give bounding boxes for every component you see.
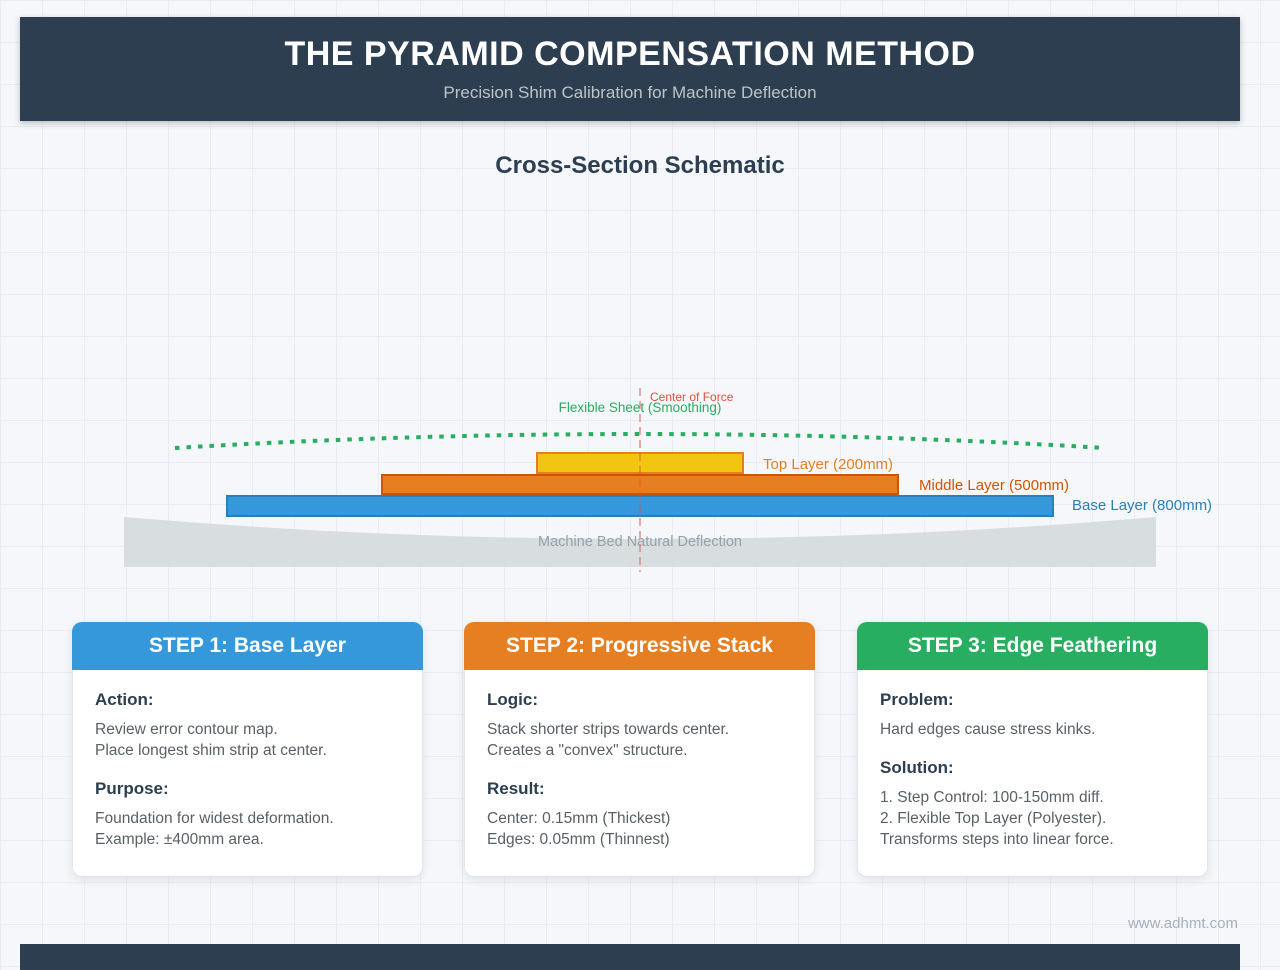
card-line: Foundation for widest deformation. [95, 810, 334, 827]
top-layer-label: Top Layer (200mm) [763, 456, 894, 473]
card-line: Center: 0.15mm (Thickest) [487, 810, 671, 827]
card-line: Place longest shim strip at center. [95, 742, 327, 759]
flexible-sheet-label: Flexible Sheet (Smoothing) [558, 400, 722, 415]
card-section-heading: Purpose: [95, 779, 169, 798]
step-3-card: STEP 3: Edge Feathering Problem: Hard ed… [857, 622, 1208, 877]
card-section: Purpose: Foundation for widest deformati… [95, 779, 400, 850]
card-section: Result: Center: 0.15mm (Thickest) Edges:… [487, 779, 792, 850]
step-3-body: Problem: Hard edges cause stress kinks. … [858, 670, 1207, 850]
card-section-heading: Action: [95, 690, 154, 709]
card-section-heading: Logic: [487, 690, 538, 709]
card-section-heading: Solution: [880, 758, 954, 777]
step-2-header: STEP 2: Progressive Stack [464, 622, 815, 670]
card-line: Edges: 0.05mm (Thinnest) [487, 831, 670, 848]
flexible-sheet-curve [174, 432, 1106, 450]
footer-bar [20, 944, 1240, 970]
center-of-force-label: Center of Force [650, 390, 734, 404]
middle-layer-label: Middle Layer (500mm) [919, 477, 1070, 494]
header-banner: THE PYRAMID COMPENSATION METHOD Precisio… [20, 17, 1240, 121]
card-line: Review error contour map. [95, 721, 278, 738]
step-2-body: Logic: Stack shorter strips towards cent… [465, 670, 814, 850]
step-1-card: STEP 1: Base Layer Action: Review error … [72, 622, 423, 877]
card-line: 1. Step Control: 100-150mm diff. [880, 789, 1104, 806]
card-section: Solution: 1. Step Control: 100-150mm dif… [880, 758, 1185, 850]
page-subtitle: Precision Shim Calibration for Machine D… [443, 83, 817, 102]
card-section: Action: Review error contour map. Place … [95, 690, 400, 761]
section-title: Cross-Section Schematic [495, 152, 785, 179]
card-line: Hard edges cause stress kinks. [880, 721, 1096, 738]
base-layer-bar [226, 495, 1054, 517]
card-line: Example: ±400mm area. [95, 831, 264, 848]
website-link[interactable]: www.adhmt.com [1127, 915, 1238, 932]
step-2-card: STEP 2: Progressive Stack Logic: Stack s… [464, 622, 815, 877]
card-section: Problem: Hard edges cause stress kinks. [880, 690, 1185, 740]
card-section-heading: Problem: [880, 690, 954, 709]
card-section-heading: Result: [487, 779, 545, 798]
base-layer-label: Base Layer (800mm) [1072, 497, 1213, 514]
step-3-header: STEP 3: Edge Feathering [857, 622, 1208, 670]
card-line: Creates a "convex" structure. [487, 742, 688, 759]
top-layer-bar [536, 452, 744, 474]
card-line: 2. Flexible Top Layer (Polyester). [880, 810, 1107, 827]
page-title: THE PYRAMID COMPENSATION METHOD [284, 35, 976, 73]
step-1-body: Action: Review error contour map. Place … [73, 670, 422, 850]
card-section: Logic: Stack shorter strips towards cent… [487, 690, 792, 761]
machine-bed-label: Machine Bed Natural Deflection [538, 534, 742, 550]
card-line: Stack shorter strips towards center. [487, 721, 730, 738]
middle-layer-bar [381, 474, 899, 495]
step-1-header: STEP 1: Base Layer [72, 622, 423, 670]
card-line: Transforms steps into linear force. [880, 831, 1114, 848]
